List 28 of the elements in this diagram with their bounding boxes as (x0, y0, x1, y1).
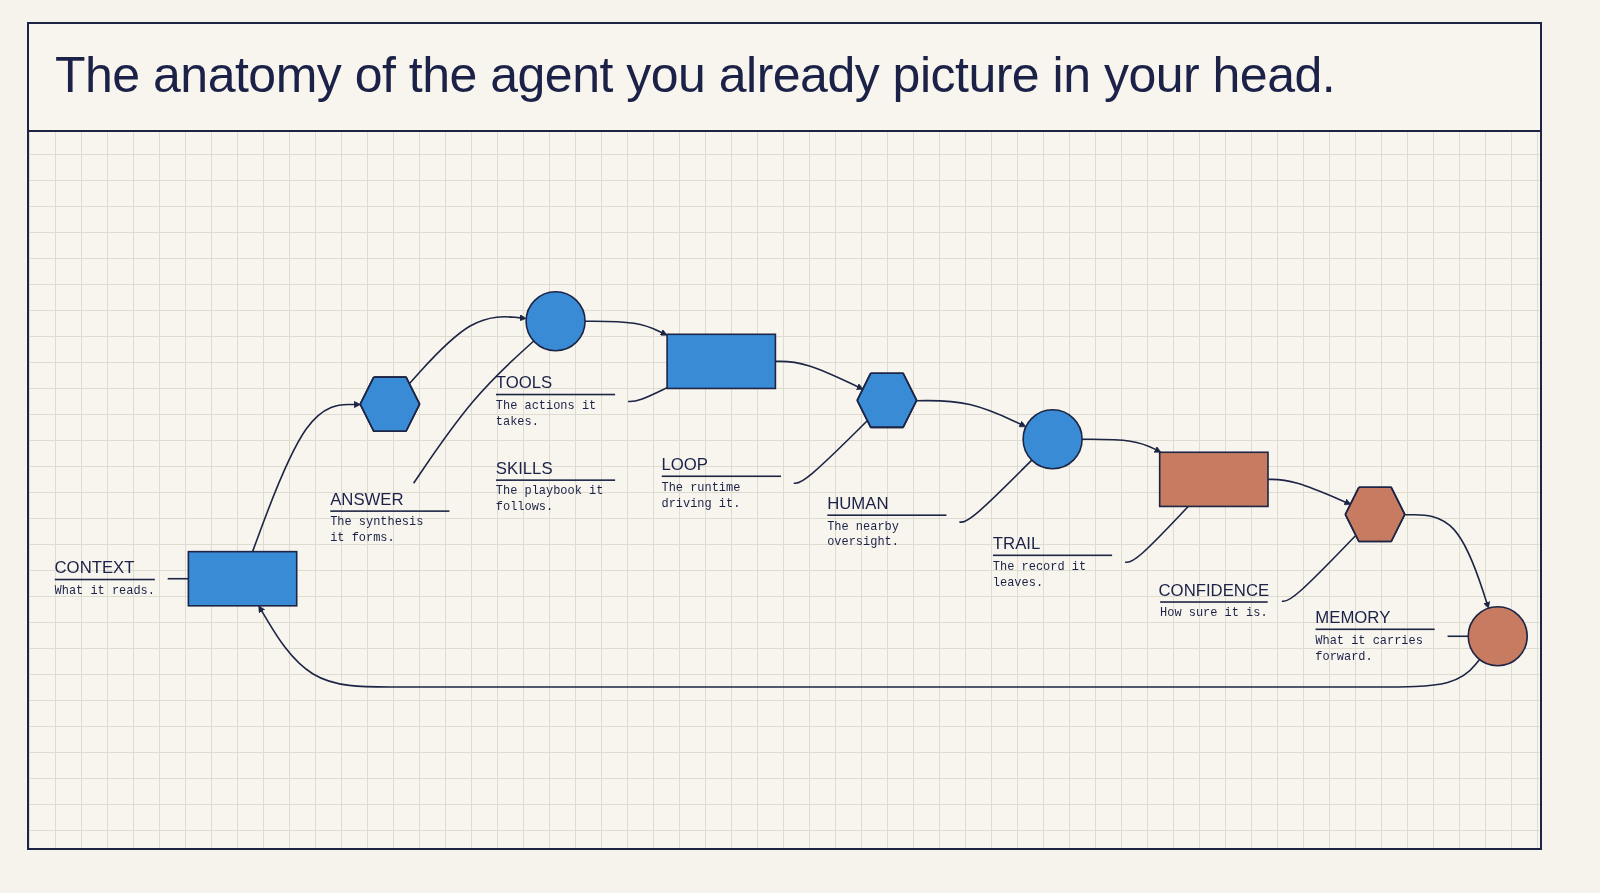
arrow (258, 605, 1481, 688)
arrow (916, 399, 1027, 427)
connector (1281, 534, 1357, 602)
node-text: ANSWER The synthesis it forms. (330, 489, 424, 545)
node-label: The playbook it follows. (495, 484, 604, 514)
node-text: TRAIL The record it leaves. (992, 533, 1087, 589)
node-circle (525, 290, 586, 352)
node-box (1158, 451, 1269, 507)
slide-title: The anatomy of the agent you already picture in your head. (55, 46, 1336, 104)
node-text: TOOLS The actions it takes. (495, 372, 597, 428)
arrow (408, 313, 527, 384)
arrow (251, 400, 361, 552)
node-text: LOOP The runtime driving it. (661, 454, 741, 510)
node-box (187, 550, 298, 607)
connector (792, 419, 869, 484)
node-text: CONFIDENCE How sure it is. (1158, 580, 1270, 620)
node-text: CONTEXT What it reads. (54, 557, 155, 598)
connector (1124, 505, 1190, 563)
node-text: HUMAN The nearby oversight. (827, 493, 899, 549)
node-circle (1022, 408, 1083, 470)
node-box (666, 333, 777, 389)
connector (412, 339, 535, 484)
node-label: SKILLS (495, 458, 553, 477)
arrow (1404, 513, 1490, 609)
node-text: MEMORY What it carries forward. (1315, 607, 1423, 663)
node-circle (1467, 605, 1528, 667)
connector (627, 386, 668, 402)
connector (958, 458, 1033, 523)
